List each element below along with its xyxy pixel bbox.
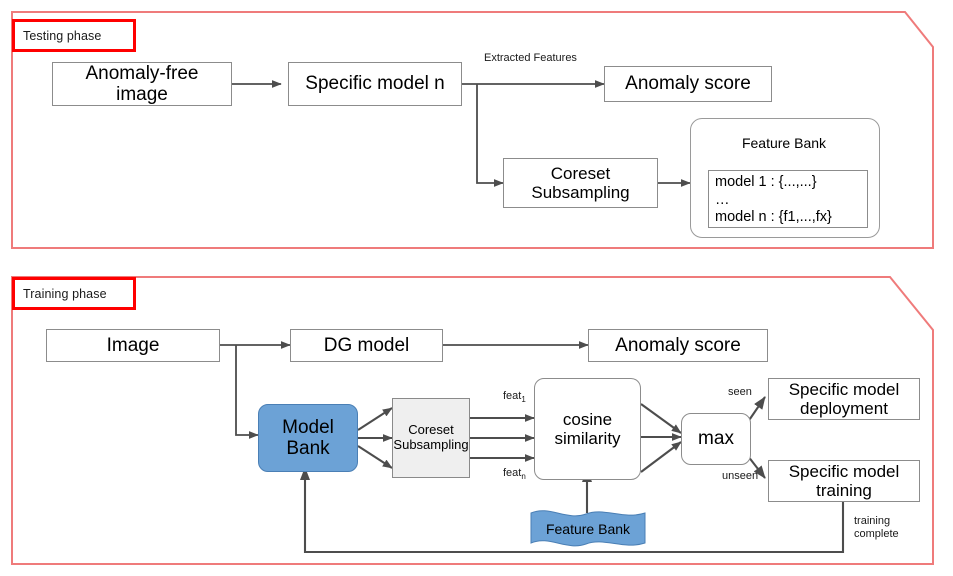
label-feat-first-sub: 1 [521, 395, 526, 405]
label-feat-last-sub: n [521, 472, 526, 482]
label-feat-last: featn [503, 467, 526, 481]
label-feat-last-text: feat [503, 467, 522, 479]
model-list-row-1: model 1 : {...,...} [715, 174, 817, 190]
node-anomaly-free-image-line1: Anomaly-free [85, 62, 199, 84]
node-testing-coreset-line2: Subsampling [531, 183, 630, 202]
node-testing-anomaly-score-line1: Anomaly score [625, 73, 751, 95]
label-feat-first-text: feat [503, 390, 522, 402]
testing-model-list: model 1 : {...,...} … model n : {f1,...,… [708, 170, 868, 228]
node-cosine-similarity-line2: similarity [554, 429, 621, 448]
node-specific-model-training-line1: Specific model [788, 461, 900, 481]
training-phase-frame [11, 276, 934, 565]
node-dg-model[interactable]: DG model [290, 329, 443, 362]
node-specific-model-deployment-line2: deployment [800, 399, 888, 418]
node-anomaly-free-image[interactable]: Anomaly-free image [52, 62, 232, 106]
node-training-anomaly-score[interactable]: Anomaly score [588, 329, 768, 362]
node-cosine-similarity[interactable]: cosine similarity [534, 378, 641, 480]
node-image-line1: Image [106, 334, 160, 356]
label-training-complete: training complete [854, 515, 899, 540]
node-model-bank[interactable]: Model Bank [258, 404, 358, 472]
node-specific-model-n[interactable]: Specific model n [288, 62, 462, 106]
node-testing-coreset-line1: Coreset [550, 163, 611, 183]
testing-phase-label-text: Testing phase [23, 28, 102, 43]
node-anomaly-free-image-line2: image [116, 84, 168, 105]
node-training-coreset-subsampling[interactable]: Coreset Subsampling [392, 398, 470, 478]
label-seen: seen [728, 386, 752, 398]
node-testing-coreset-subsampling[interactable]: Coreset Subsampling [503, 158, 658, 208]
edge-model-to-coreset [476, 84, 504, 187]
node-training-anomaly-score-line1: Anomaly score [615, 334, 741, 356]
label-unseen: unseen [722, 470, 759, 482]
testing-feature-bank-label: Feature Bank [741, 135, 827, 151]
model-list-row-2: … [715, 191, 730, 208]
training-phase-label-text: Training phase [23, 286, 107, 301]
node-model-bank-line1: Model [282, 416, 334, 438]
node-testing-anomaly-score[interactable]: Anomaly score [604, 66, 772, 102]
node-training-coreset-line1: Coreset [408, 422, 454, 438]
testing-phase-label-box: Testing phase [12, 19, 136, 52]
node-model-bank-line2: Bank [286, 438, 330, 459]
node-training-coreset-line2: Subsampling [393, 437, 469, 452]
edge-image-to-modelbank [235, 345, 259, 439]
training-feature-bank-banner: Feature Bank [531, 514, 645, 544]
label-training-complete-line1: training [854, 515, 891, 527]
edge-cosine-to-max-1 [640, 403, 682, 434]
label-feat-first: feat1 [503, 390, 526, 404]
node-dg-model-line1: DG model [323, 334, 410, 356]
node-max-line1: max [698, 428, 734, 450]
edge-modelbank-to-coreset-1 [357, 407, 393, 431]
model-list-row-3: model n : {f1,...,fx} [715, 209, 832, 226]
testing-feature-bank-banner: Feature Bank [723, 126, 845, 160]
edge-cosine-to-max-3 [640, 441, 682, 473]
edge-modelbank-to-coreset-3 [357, 445, 393, 469]
training-phase-label-box: Training phase [12, 277, 136, 310]
node-specific-model-deployment[interactable]: Specific model deployment [768, 378, 920, 420]
label-training-complete-line2: complete [854, 527, 899, 540]
node-specific-model-training[interactable]: Specific model training [768, 460, 920, 502]
node-specific-model-deployment-line1: Specific model [788, 379, 900, 399]
label-extracted-features: Extracted Features [484, 52, 577, 64]
node-specific-model-n-line1: Specific model n [305, 73, 445, 95]
node-cosine-similarity-line1: cosine [562, 409, 613, 429]
training-feature-bank-label: Feature Bank [545, 521, 631, 537]
node-max[interactable]: max [681, 413, 751, 465]
node-specific-model-training-line2: training [816, 481, 872, 500]
node-image[interactable]: Image [46, 329, 220, 362]
